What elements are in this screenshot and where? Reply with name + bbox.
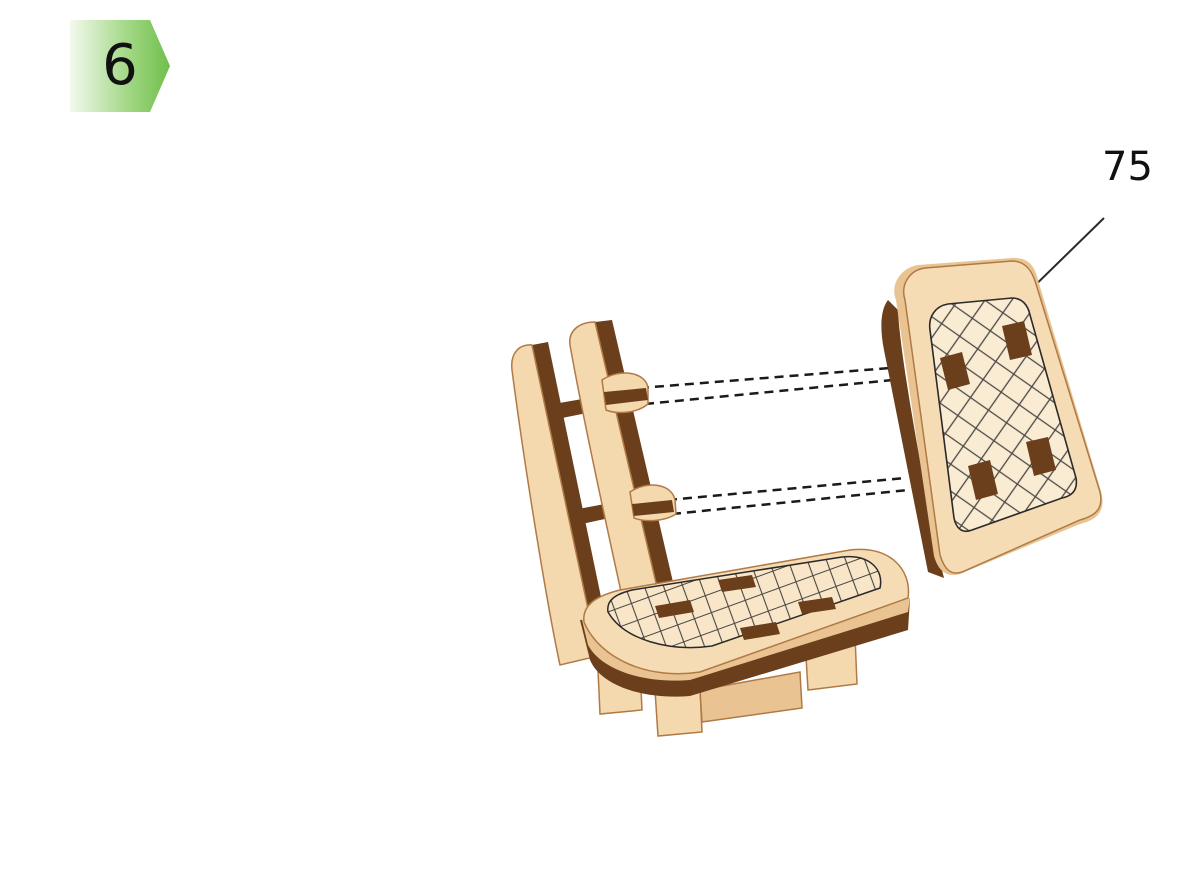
part-75-back-panel — [881, 258, 1102, 578]
assembly-guide-lines — [640, 368, 908, 514]
